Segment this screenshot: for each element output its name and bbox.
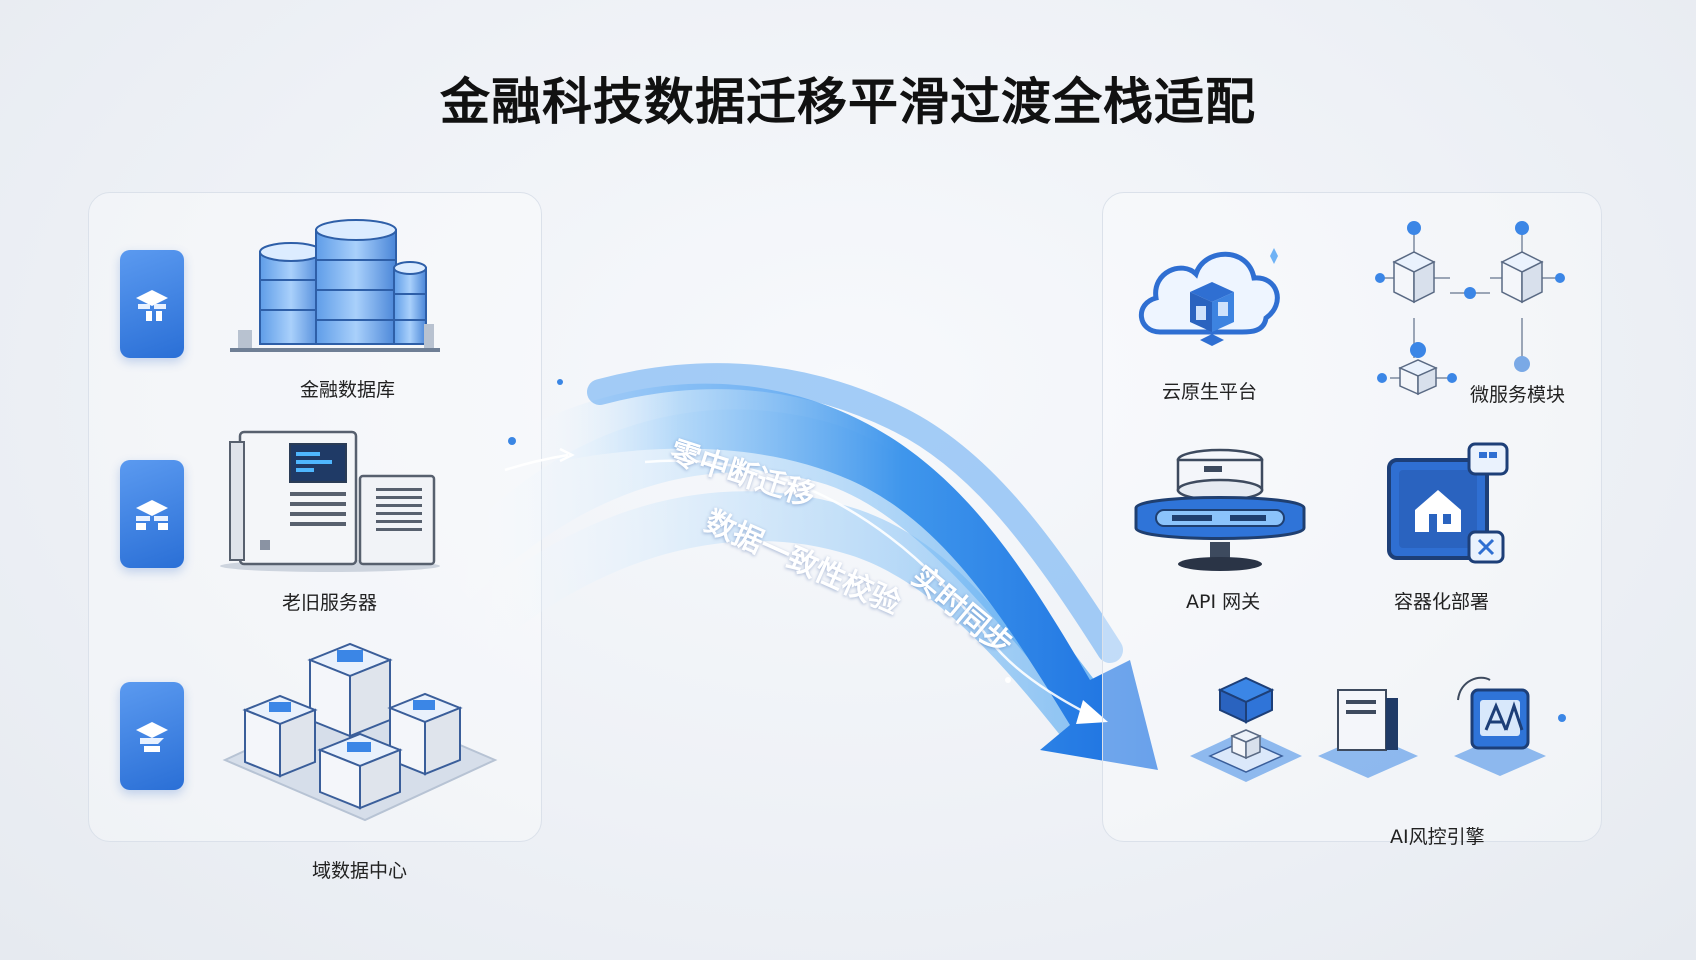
flow-ribbon-back [440,409,1110,720]
flow-ribbon-lower [460,491,1080,735]
server-tower-icon [220,430,440,572]
fintech-logo-icon [136,500,168,530]
legacy-badge-1 [120,250,184,358]
fintech-logo-icon [136,290,168,321]
database-stack-icon [230,219,440,352]
fintech-logo-icon [136,722,168,752]
legacy-item-label-database: 金融数据库 [300,379,396,401]
modern-item-label-container: 容器化部署 [1394,591,1490,613]
modern-item-label-microservices: 微服务模块 [1470,384,1566,406]
legacy-item-label-datacenter: 域数据中心 [312,860,408,882]
modern-item-label-api: API 网关 [1186,591,1261,613]
container-icon [1387,442,1509,564]
microservices-icon [1375,221,1565,396]
cloud-platform-icon [1138,248,1280,346]
legacy-badge-3 [120,682,184,790]
flow-main-arrow [520,383,1158,770]
ai-engine-icon [1190,676,1566,782]
api-gateway-icon [1134,448,1306,571]
modern-item-label-cloud: 云原生平台 [1162,381,1258,403]
page-title: 金融科技数据迁移平滑过渡全栈适配 [440,73,1256,131]
data-center-icon [222,642,498,822]
modern-item-label-ai: AI风控引擎 [1390,826,1485,848]
legacy-item-label-server: 老旧服务器 [282,592,378,614]
legacy-badge-2 [120,460,184,568]
